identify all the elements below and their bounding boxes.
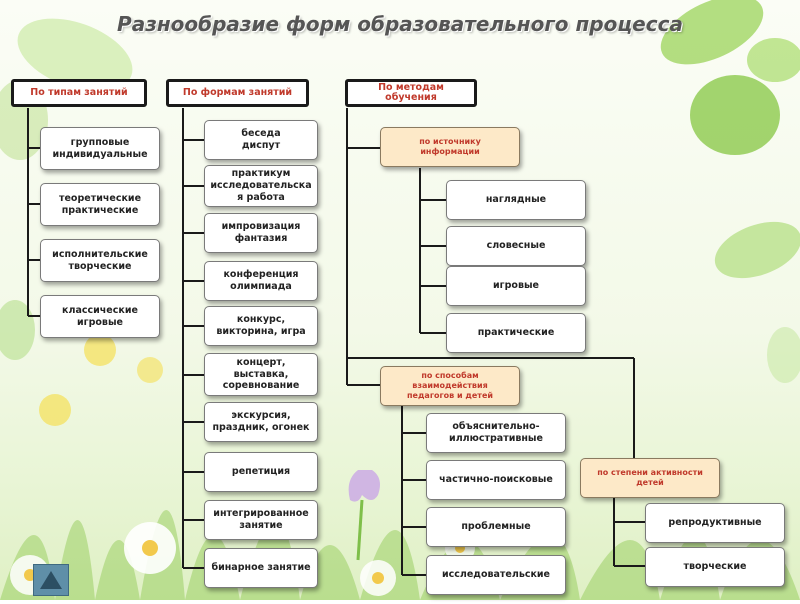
source-item-3: игровые	[446, 266, 586, 306]
interaction-item-3: проблемные	[426, 507, 566, 547]
forms-item-10: бинарное занятие	[204, 548, 318, 588]
header-methods: По методам обучения	[345, 79, 477, 107]
forms-item-6: концерт, выставка, соревнование	[204, 353, 318, 396]
types-item-2: теоретические практические	[40, 183, 160, 226]
page-title: Разнообразие форм образовательного проце…	[117, 12, 683, 36]
methods-source-label: по источнику информации	[380, 127, 520, 167]
types-item-3: исполнительские творческие	[40, 239, 160, 282]
source-item-1: наглядные	[446, 180, 586, 220]
header-forms: По формам занятий	[166, 79, 309, 107]
source-item-4: практические	[446, 313, 586, 353]
nav-up-button[interactable]	[33, 564, 69, 596]
types-item-4: классические игровые	[40, 295, 160, 338]
forms-item-1: беседа диспут	[204, 120, 318, 160]
interaction-item-1: объяснительно- иллюстративные	[426, 413, 566, 453]
activity-item-2: творческие	[645, 547, 785, 587]
interaction-item-4: исследовательские	[426, 555, 566, 595]
forms-item-4: конференция олимпиада	[204, 261, 318, 301]
methods-interaction-label: по способам взаимодействия педагогов и д…	[380, 366, 520, 406]
interaction-item-2: частично-поисковые	[426, 460, 566, 500]
header-types: По типам занятий	[11, 79, 147, 107]
forms-item-9: интегрированное занятие	[204, 500, 318, 540]
forms-item-7: экскурсия, праздник, огонек	[204, 402, 318, 442]
forms-item-2: практикум исследовательска я работа	[204, 165, 318, 207]
source-item-2: словесные	[446, 226, 586, 266]
triangle-up-icon	[40, 571, 62, 589]
forms-item-8: репетиция	[204, 452, 318, 492]
forms-item-5: конкурс, викторина, игра	[204, 306, 318, 346]
forms-item-3: импровизация фантазия	[204, 213, 318, 253]
activity-item-1: репродуктивные	[645, 503, 785, 543]
methods-activity-label: по степени активности детей	[580, 458, 720, 498]
types-item-1: групповые индивидуальные	[40, 127, 160, 170]
